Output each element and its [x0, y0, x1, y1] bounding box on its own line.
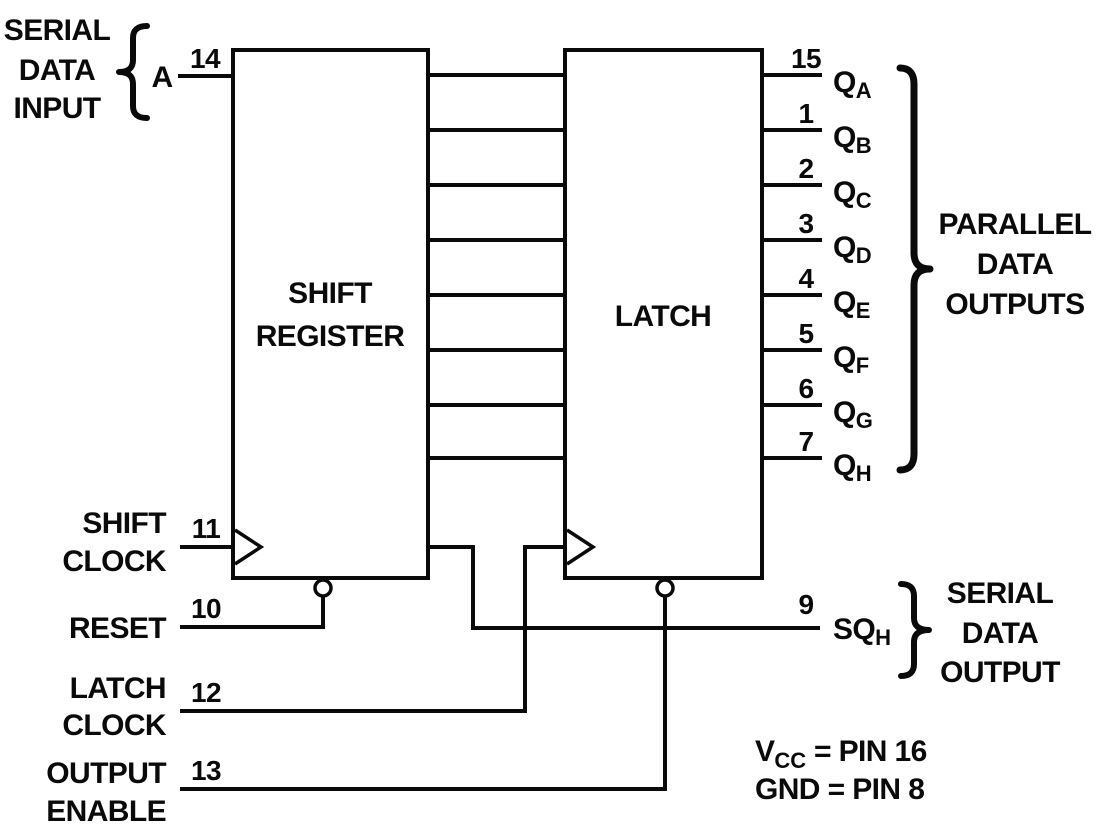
pin-9-number: 9 — [799, 589, 814, 620]
reset-line — [180, 596, 325, 629]
shift-register-block — [231, 48, 430, 580]
pin-4-number: 4 — [799, 263, 815, 294]
serial-output-sqh-label: SQH — [833, 613, 891, 650]
serial-output-brace — [898, 581, 932, 679]
pin-15-number: 15 — [791, 43, 821, 74]
output-qh-label: QH — [833, 449, 872, 486]
output-enable-label-line1: OUTPUT — [46, 757, 166, 790]
pin-14-number: 14 — [190, 43, 221, 74]
output-enable-inverter-bubble-icon — [655, 578, 675, 598]
shift-clock-triangle-icon — [234, 528, 265, 566]
output-qd-label: QD — [833, 231, 872, 268]
latch-label: LATCH — [615, 300, 711, 333]
output-qb-label: QB — [833, 121, 872, 158]
pin-2-number: 2 — [799, 153, 814, 184]
parallel-outputs-brace — [896, 64, 934, 474]
vcc-pin-note: VCC = PIN 16 — [755, 735, 927, 773]
latch-clock-label-line2: CLOCK — [62, 709, 167, 742]
parallel-outputs-label-line3: OUTPUTS — [945, 288, 1084, 321]
latch-block — [563, 48, 764, 580]
reset-label: RESET — [69, 612, 166, 645]
latch-clock-triangle-icon — [566, 528, 597, 566]
output-qa-label: QA — [833, 66, 872, 103]
pin-1-number: 1 — [799, 98, 814, 129]
pin-7-number: 7 — [799, 426, 814, 457]
pin-13-number: 13 — [191, 755, 221, 786]
output-qc-label: QC — [833, 176, 872, 213]
serial-data-output-line — [428, 545, 820, 630]
pin-12-number: 12 — [191, 677, 221, 708]
reset-inverter-bubble-icon — [313, 578, 333, 598]
serial-input-brace — [116, 23, 150, 121]
serial-output-label-line3: OUTPUT — [940, 656, 1060, 689]
output-enable-label-line2: ENABLE — [46, 795, 166, 828]
signal-a-label: A — [151, 61, 172, 94]
shift-clock-label-line1: SHIFT — [82, 507, 166, 540]
output-qe-label: QE — [833, 286, 870, 323]
parallel-output-pin-lines — [762, 73, 822, 460]
pin-10-number: 10 — [191, 593, 221, 624]
serial-input-label-line3: INPUT — [13, 92, 100, 125]
pin-3-number: 3 — [799, 208, 814, 239]
shift-register-label-line2: REGISTER — [256, 320, 405, 353]
shift-clock-label-line2: CLOCK — [62, 545, 167, 578]
output-enable-line — [180, 596, 667, 791]
parallel-outputs-label-line2: DATA — [977, 248, 1053, 281]
latch-clock-label-line1: LATCH — [70, 672, 166, 705]
output-qg-label: QG — [833, 396, 873, 433]
pin-5-number: 5 — [799, 318, 814, 349]
serial-output-label-line1: SERIAL — [947, 577, 1054, 610]
pin-11-number: 11 — [192, 513, 220, 544]
shift-register-label-line1: SHIFT — [288, 277, 372, 310]
output-qf-label: QF — [833, 341, 869, 378]
shift-to-latch-bus-lines — [428, 73, 565, 460]
gnd-pin-note: GND = PIN 8 — [755, 773, 924, 806]
serial-input-label-line1: SERIAL — [4, 14, 111, 47]
pin-6-number: 6 — [799, 373, 814, 404]
serial-input-label-line2: DATA — [19, 54, 95, 87]
parallel-outputs-label-line1: PARALLEL — [939, 208, 1092, 241]
serial-output-label-line2: DATA — [962, 617, 1038, 650]
